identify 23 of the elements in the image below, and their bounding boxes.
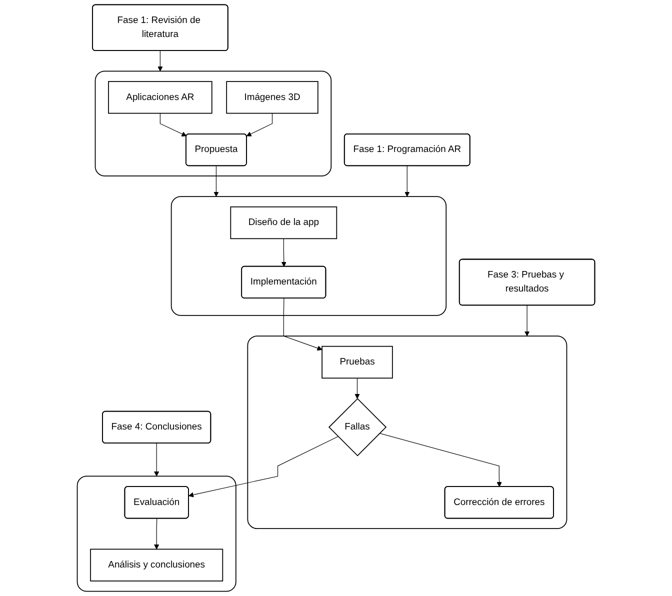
arrow — [154, 518, 160, 550]
node-box: Aplicaciones AR — [108, 81, 212, 114]
arrow — [281, 238, 286, 267]
node-box: Análisis y conclusiones — [90, 548, 224, 582]
arrow — [158, 50, 163, 72]
arrow — [188, 436, 338, 498]
arrow — [283, 298, 322, 351]
cluster — [247, 336, 568, 530]
cluster — [170, 196, 447, 316]
arrow — [214, 165, 219, 197]
arrow — [154, 442, 160, 476]
arrow — [354, 378, 360, 399]
arrow — [404, 165, 410, 197]
arrow — [246, 113, 273, 136]
node-box: Pruebas — [322, 346, 393, 379]
arrow — [379, 433, 502, 488]
cluster — [76, 476, 236, 592]
arrow — [524, 304, 530, 336]
arrow — [160, 113, 187, 136]
cluster — [94, 70, 332, 176]
node-box: Diseño de la app — [230, 206, 338, 240]
node-box: Imágenes 3D — [226, 81, 318, 114]
node-diamond: Fallas — [328, 398, 387, 456]
